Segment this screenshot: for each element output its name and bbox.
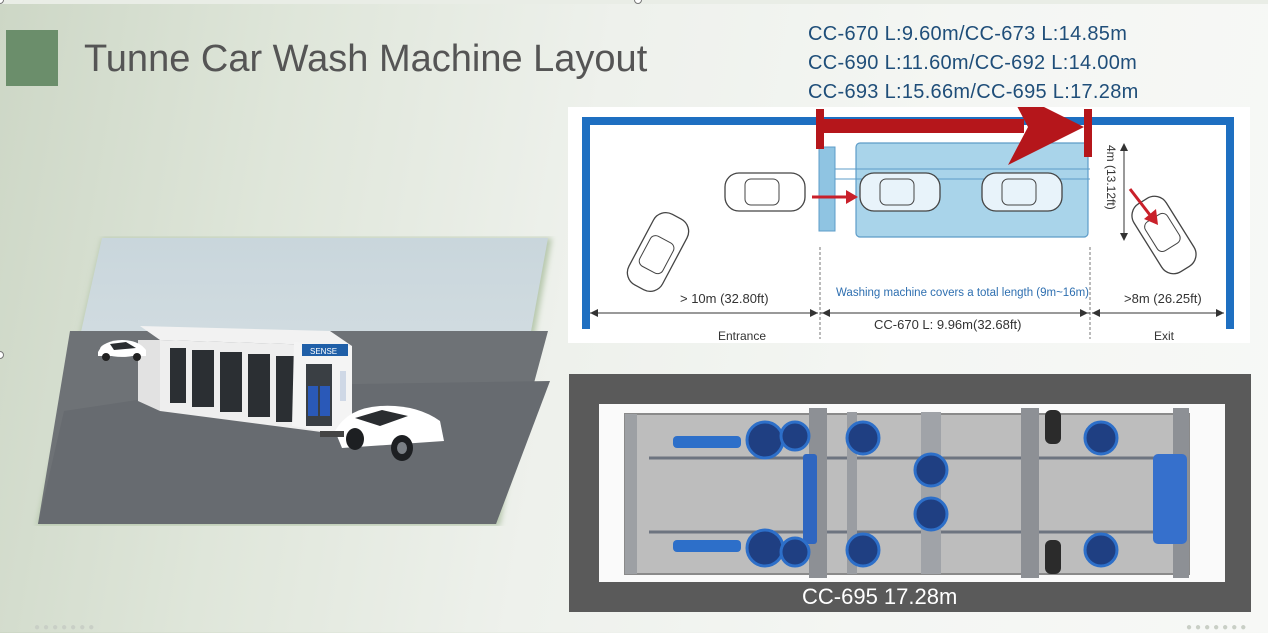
selection-handle[interactable] [0, 351, 4, 359]
title-accent-square [6, 30, 58, 86]
machine-length-dimension: CC-670 L: 9.96m(32.68ft) [874, 317, 1022, 332]
overhead-caption: CC-695 17.28m [802, 584, 958, 609]
coverage-note: Washing machine covers a total length (9… [836, 287, 1090, 299]
car-wash-3d-render-image[interactable]: SENSE [30, 236, 558, 526]
entrance-dimension: > 10m (32.80ft) [680, 291, 769, 306]
overhead-machine-image[interactable]: CC-695 17.28m [569, 374, 1251, 612]
entrance-label: Entrance [718, 329, 767, 343]
decorative-dots: ●●●●●●● [34, 622, 98, 633]
car-icon [981, 172, 1063, 212]
spec-line: CC-690 L:11.60m/CC-692 L:14.00m [808, 52, 1138, 74]
length-arrow-icon [816, 107, 1092, 165]
car-icon [724, 172, 806, 212]
building-wall-right [1226, 117, 1234, 329]
brand-logo-text: SENSE [310, 347, 337, 356]
spec-line: CC-670 L:9.60m/CC-673 L:14.85m [808, 23, 1128, 45]
layout-plan-diagram[interactable]: > 10m (32.80ft) Washing machine covers a… [568, 107, 1250, 343]
entry-gantry [818, 146, 836, 232]
decorative-dots: ●●●●●●● [1186, 622, 1250, 633]
slide-title[interactable]: Tunne Car Wash Machine Layout [84, 38, 648, 80]
spec-line: CC-693 L:15.66m/CC-695 L:17.28m [808, 81, 1139, 103]
model-length-specs: CC-670 L:9.60m/CC-673 L:14.85m CC-690 L:… [808, 20, 1139, 107]
car-icon [626, 212, 690, 292]
car-icon [859, 172, 941, 212]
building-wall-left [582, 117, 590, 329]
width-dimension: 4m (13.12ft) [1104, 145, 1118, 210]
flow-arrow-icon [1128, 188, 1158, 225]
car-icon [1131, 195, 1197, 275]
wash-bay [855, 142, 1089, 238]
flow-arrow-icon [812, 190, 858, 204]
exit-dimension: >8m (26.25ft) [1124, 291, 1202, 306]
exit-label: Exit [1154, 329, 1175, 343]
